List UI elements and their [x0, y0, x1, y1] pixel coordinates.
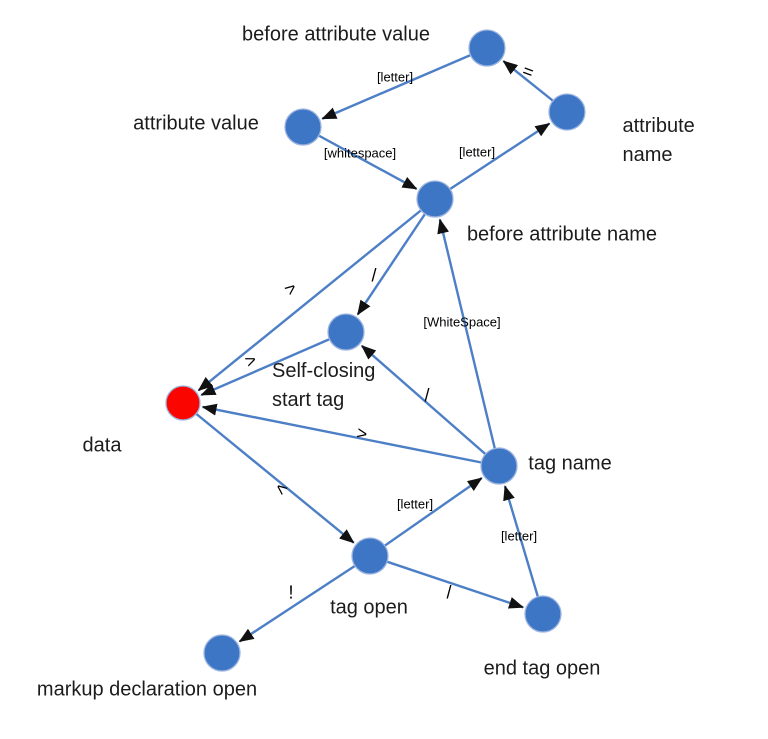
- edge-label-tag-name-to-before-attribute-name: [WhiteSpace]: [423, 314, 501, 330]
- edge-label-before-attribute-name-to-self-closing-start-tag: /: [371, 265, 377, 286]
- node-label-data: data: [82, 434, 122, 457]
- node-layer: [165, 29, 586, 672]
- node-attribute-name: [548, 93, 586, 131]
- edge-tag-name-to-data: [201, 403, 500, 468]
- edge-end-tag-open-to-tag-name: [503, 485, 545, 615]
- node-before-attribute-value: [468, 29, 506, 67]
- edge-tag-open-to-markup-declaration-open: [238, 554, 371, 643]
- edge-attribute-value-to-before-attribute-name: [302, 125, 418, 190]
- edge-label-tag-open-to-tag-name: [letter]: [396, 496, 434, 512]
- node-label-before-attribute-value: before attribute value: [242, 23, 430, 46]
- node-label-tag-open: tag open: [330, 596, 408, 619]
- edge-data-to-tag-open: [182, 402, 355, 544]
- edge-label-tag-open-to-markup-declaration-open: !: [288, 582, 294, 603]
- node-attribute-value: [284, 108, 322, 146]
- node-label-tag-name: tag name: [528, 452, 612, 475]
- edge-before-attribute-value-to-attribute-value: [321, 46, 488, 120]
- node-label-attribute-name: attribute name: [622, 115, 695, 166]
- edge-tag-open-to-end-tag-open: [369, 554, 525, 609]
- node-label-end-tag-open: end tag open: [483, 657, 601, 680]
- edge-label-end-tag-open-to-tag-name: [letter]: [500, 528, 538, 544]
- node-tag-name: [480, 447, 518, 485]
- node-end-tag-open: [524, 595, 562, 633]
- edge-before-attribute-name-to-self-closing-start-tag: [356, 198, 436, 316]
- edge-before-attribute-name-to-data: [197, 198, 436, 392]
- edge-layer: [182, 46, 568, 643]
- edge-label-attribute-value-to-before-attribute-name: [whitespace]: [323, 145, 397, 161]
- edge-label-tag-open-to-end-tag-open: /: [446, 582, 452, 603]
- edge-label-before-attribute-name-to-attribute-name: [letter]: [458, 144, 496, 160]
- node-before-attribute-name: [416, 180, 454, 218]
- node-self-closing-start-tag: [327, 313, 365, 351]
- node-label-markup-declaration-open: markup declaration open: [36, 678, 258, 701]
- edge-tag-name-to-self-closing-start-tag: [361, 344, 500, 467]
- node-label-self-closing-start-tag: Self-closing start tag: [272, 360, 376, 411]
- node-data: [165, 385, 201, 421]
- edge-label-tag-name-to-self-closing-start-tag: /: [424, 385, 430, 406]
- edge-tag-open-to-tag-name: [369, 477, 483, 557]
- node-tag-open: [351, 537, 389, 575]
- edge-before-attribute-name-to-attribute-name: [434, 122, 551, 201]
- node-markup-declaration-open: [203, 634, 241, 672]
- edge-label-before-attribute-value-to-attribute-value: [letter]: [376, 69, 414, 85]
- edge-self-closing-start-tag-to-data: [200, 330, 347, 397]
- node-label-before-attribute-name: before attribute name: [466, 223, 658, 246]
- edge-tag-name-to-before-attribute-name: [437, 218, 501, 467]
- node-label-attribute-value: attribute value: [133, 112, 259, 135]
